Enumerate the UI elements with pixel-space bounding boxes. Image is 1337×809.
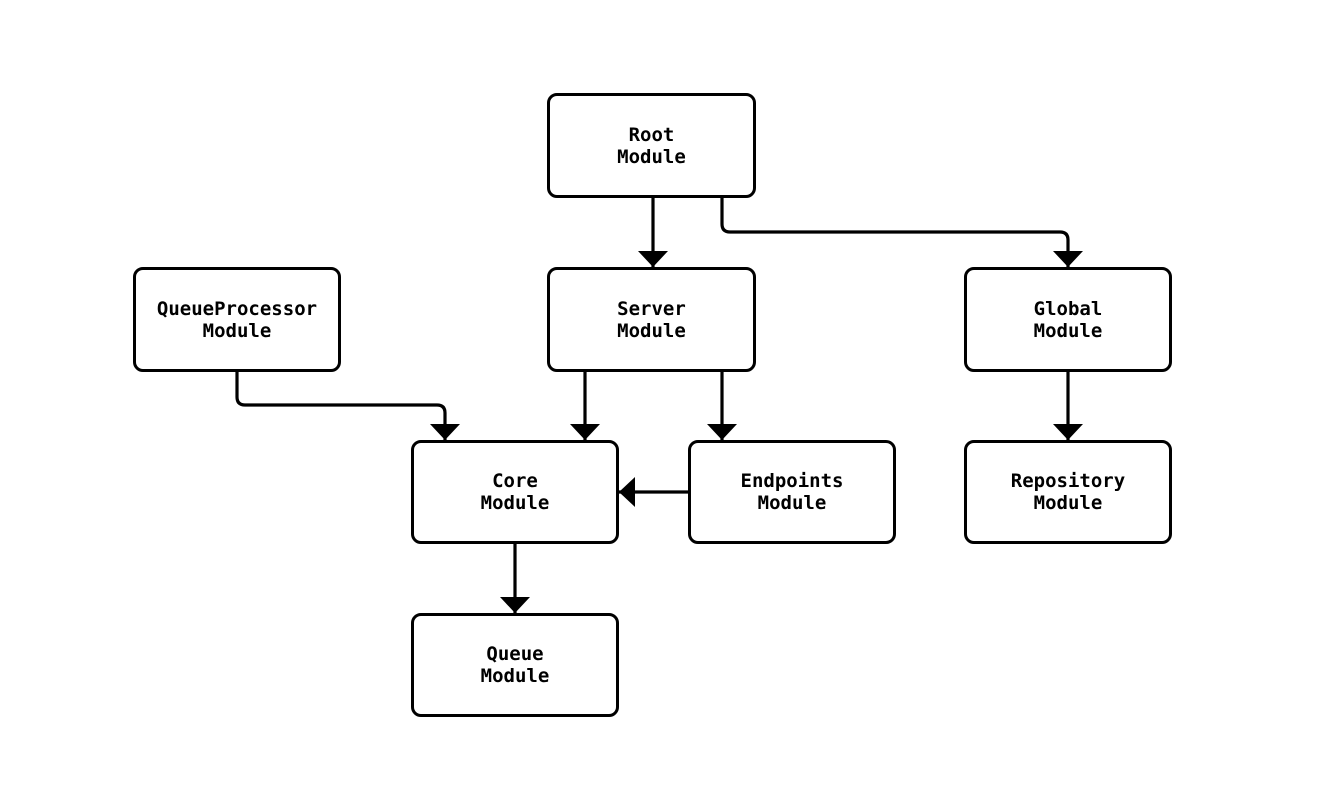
node-server-module-label: Server Module [617,297,686,342]
node-root-module: Root Module [547,93,756,198]
node-endpoints-module: Endpoints Module [688,440,896,544]
node-global-module-label: Global Module [1033,297,1103,342]
node-server-module: Server Module [547,267,756,372]
node-global-module: Global Module [964,267,1172,372]
node-repository-module: Repository Module [964,440,1172,544]
node-root-module-label: Root Module [617,123,686,168]
edge-queueprocessor-to-core [235,372,460,440]
node-queueprocessor-module-label: QueueProcessor Module [156,297,318,342]
node-queueprocessor-module: QueueProcessor Module [133,267,341,372]
node-core-module: Core Module [411,440,619,544]
node-core-module-label: Core Module [480,470,550,514]
edge-root-to-global [720,198,1083,267]
node-queue-module: Queue Module [411,613,619,717]
node-queue-module-label: Queue Module [480,643,550,687]
node-endpoints-module-label: Endpoints Module [740,470,844,514]
node-repository-module-label: Repository Module [1010,470,1126,514]
